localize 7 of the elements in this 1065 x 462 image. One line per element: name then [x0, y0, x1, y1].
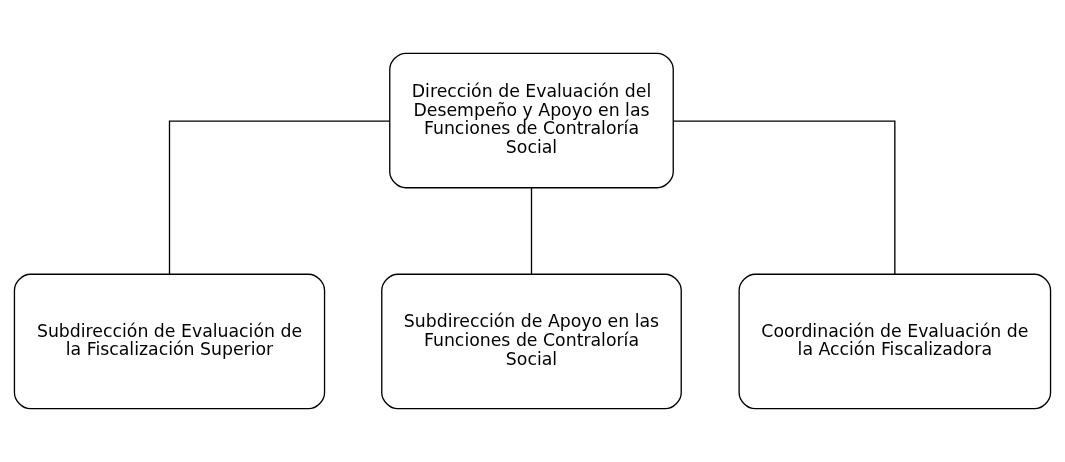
connector — [168, 120, 391, 275]
node-box: Subdirección de Apoyo en las Funciones de Contraloría Social — [381, 273, 682, 410]
node-box: Subdirección de Evaluación de la Fiscalización Superior — [13, 273, 326, 410]
node-box: Dirección de Evaluación del Desempeño y Apoyo en las Funciones de Contraloría Social — [389, 52, 674, 189]
connector — [530, 187, 533, 275]
node-box: Coordinación de Evaluación de la Acción Fiscalizadora — [738, 273, 1052, 410]
connector — [672, 120, 896, 275]
